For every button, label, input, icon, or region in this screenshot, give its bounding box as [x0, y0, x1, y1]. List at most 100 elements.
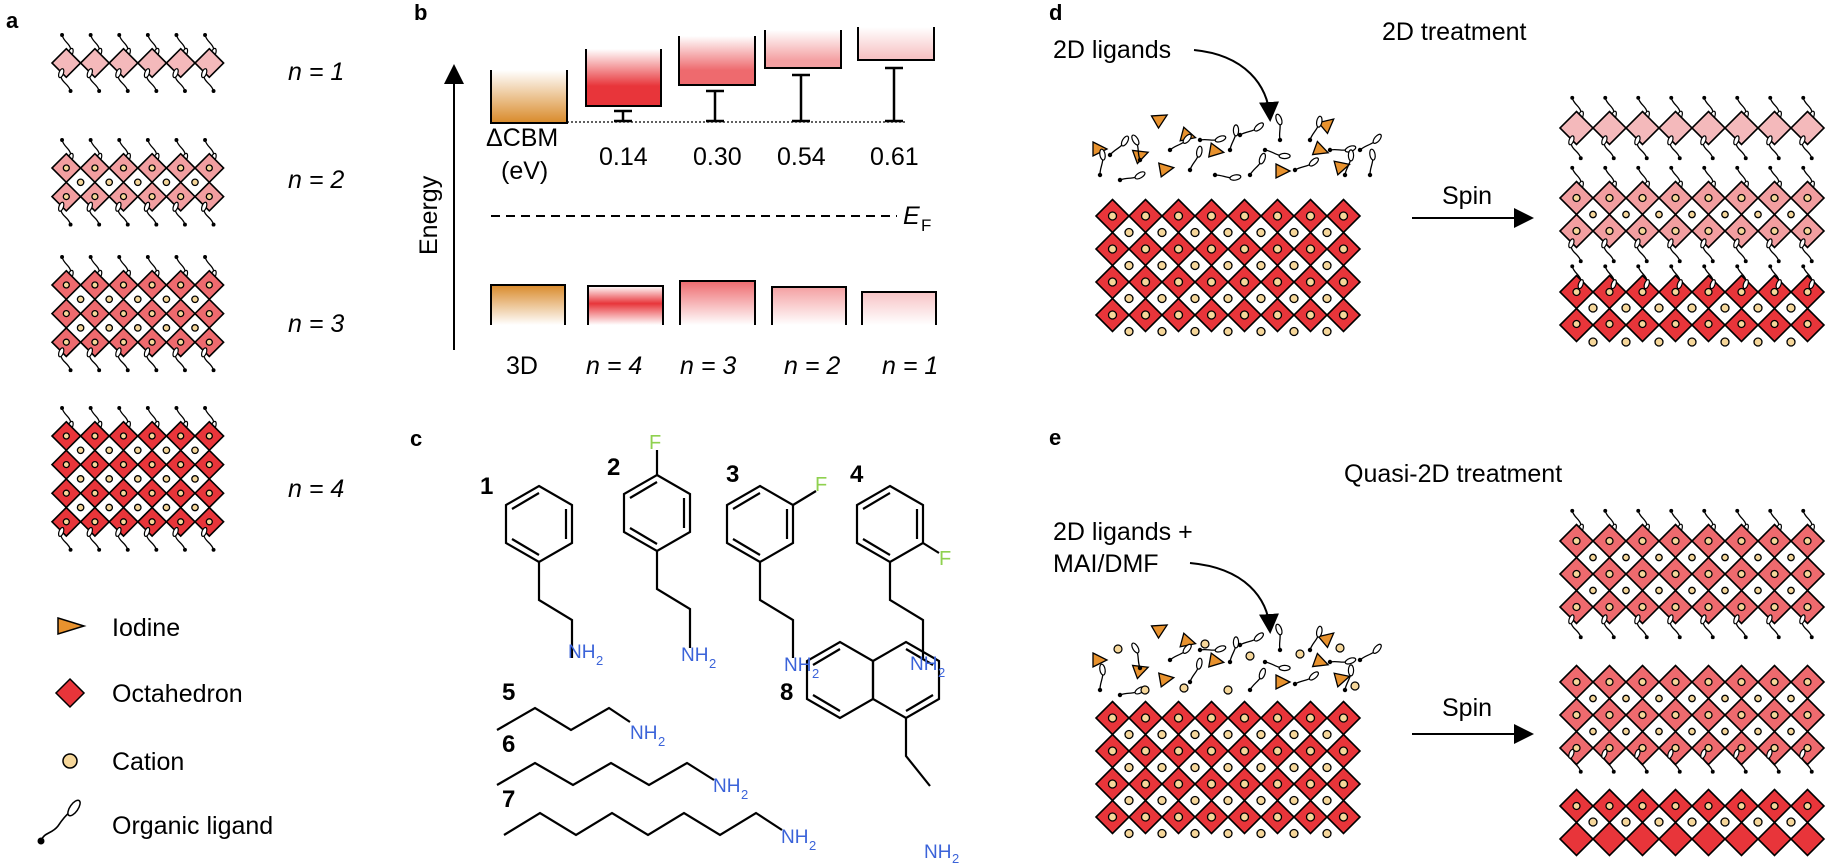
cation: [1704, 710, 1713, 720]
cation: [1239, 310, 1250, 320]
cation: [1223, 729, 1233, 740]
cation: [1737, 602, 1746, 612]
svg-text:2: 2: [812, 666, 819, 681]
panel-b-letter: b: [414, 0, 427, 25]
cation: [91, 489, 99, 497]
cation: [1605, 226, 1614, 236]
cation: [205, 489, 213, 497]
spin-label-e: Spin: [1442, 694, 1492, 722]
cation: [177, 518, 185, 526]
organic-ligand: [1568, 614, 1583, 640]
cation: [1206, 812, 1217, 822]
cation: [1173, 746, 1184, 756]
organic-ligand: [1634, 614, 1649, 640]
cation: [1338, 277, 1349, 287]
organic-ligand: [1292, 157, 1320, 173]
cation: [1190, 828, 1200, 839]
cation: [62, 309, 70, 318]
organic-ligand: [1327, 145, 1357, 153]
cation: [1589, 553, 1597, 562]
cation: [1737, 287, 1746, 297]
organic-ligand: [1212, 172, 1242, 181]
molecule-7: [503, 811, 783, 837]
organic-ligand: [1700, 238, 1715, 264]
phase-label-n2: n = 2: [784, 352, 840, 380]
cation: [1289, 293, 1299, 304]
organic-ligand: [1603, 264, 1617, 290]
cation: [119, 164, 128, 172]
cation: [1223, 260, 1233, 271]
octahedron: [1756, 821, 1793, 857]
organic-ligand: [1669, 264, 1683, 290]
cation: [1803, 743, 1812, 753]
cation: [148, 518, 156, 526]
cation: [148, 489, 156, 497]
cation: [1322, 227, 1332, 238]
delta-bars: [614, 66, 903, 123]
organic-ligand: [1766, 614, 1781, 640]
cation: [1589, 586, 1597, 595]
cation: [1124, 227, 1134, 238]
cation: [1107, 277, 1118, 287]
cation: [1787, 586, 1795, 595]
cation: [1589, 694, 1597, 703]
phase-label-3d: 3D: [506, 352, 538, 380]
cation: [1338, 812, 1349, 822]
organic-ligand: [1197, 135, 1227, 143]
cation: [1338, 746, 1349, 756]
cation: [1770, 226, 1779, 236]
cation: [1157, 326, 1167, 337]
cation: [1803, 569, 1812, 579]
cation: [1704, 743, 1713, 753]
svg-text:NH: NH: [781, 827, 808, 848]
cation: [1289, 326, 1299, 337]
cation: [133, 446, 142, 455]
cation: [1305, 211, 1316, 221]
cation: [177, 281, 185, 289]
cation: [177, 432, 185, 440]
cation: [1638, 801, 1647, 811]
organic-ligand: [1275, 113, 1283, 143]
cation: [1322, 260, 1332, 271]
cation: [133, 295, 142, 304]
cation: [1638, 677, 1647, 687]
panel-e-lattices: [1092, 508, 1826, 857]
organic-ligand: [1634, 748, 1649, 774]
cation: [1638, 602, 1647, 612]
phase-label-n3: n = 3: [680, 352, 736, 380]
organic-ligand: [1167, 133, 1192, 153]
organic-ligand: [1275, 623, 1283, 653]
cation: [1140, 713, 1151, 723]
cation: [205, 460, 213, 469]
cation: [76, 295, 85, 304]
iodine: [1311, 140, 1330, 156]
molecule-4: [855, 484, 940, 658]
cation: [1605, 536, 1614, 546]
cation: [1140, 277, 1151, 287]
cation: [1322, 326, 1332, 337]
svg-text:NH: NH: [784, 655, 811, 676]
cation: [1272, 779, 1283, 789]
organic-ligand: [1307, 115, 1323, 143]
octahedron: [1789, 821, 1826, 857]
cation: [205, 309, 213, 318]
cation: [1223, 795, 1233, 806]
molecule-5: [496, 706, 631, 732]
organic-ligand: [57, 68, 73, 93]
cation: [1721, 553, 1729, 562]
cation: [1754, 553, 1762, 562]
cation: [1721, 694, 1729, 703]
organic-ligand: [57, 347, 73, 373]
molecule-number-2: 2: [607, 454, 620, 481]
cb-well-n2: [764, 30, 842, 69]
cation: [148, 281, 156, 289]
organic-ligand: [1107, 135, 1130, 158]
cation: [1140, 244, 1151, 254]
cation: [1721, 210, 1729, 219]
delta-bar-n3: [706, 89, 724, 123]
organic-ligand: [1262, 147, 1291, 160]
cation: [1671, 710, 1680, 720]
cation: [1206, 277, 1217, 287]
cation: [1770, 193, 1779, 203]
